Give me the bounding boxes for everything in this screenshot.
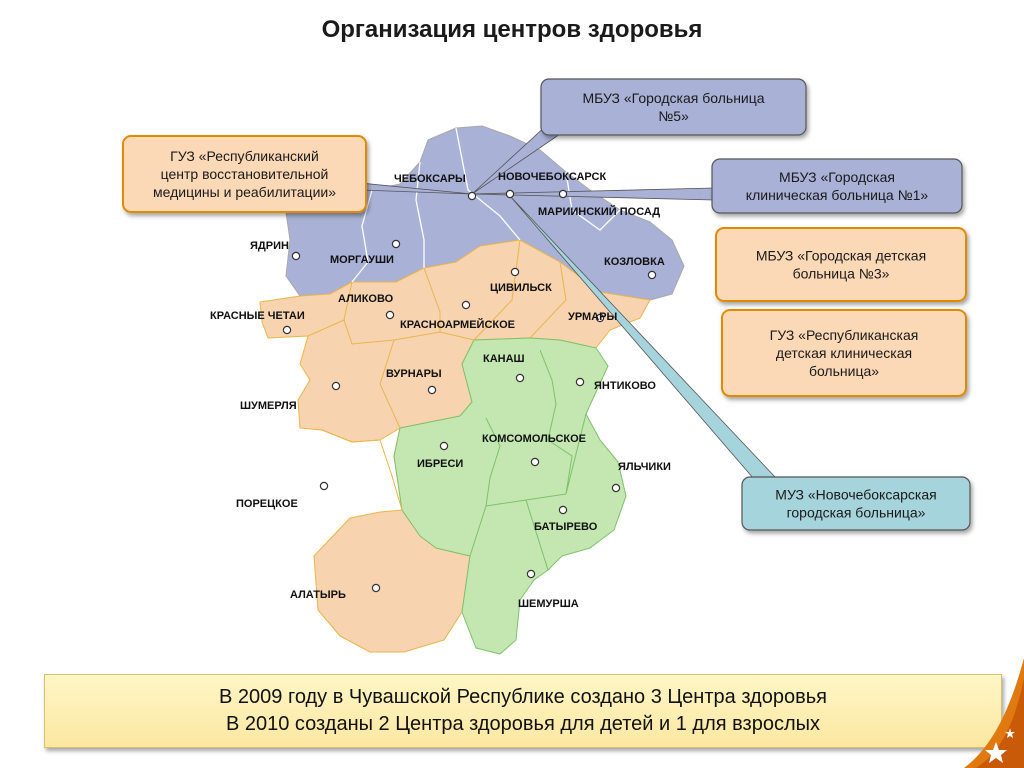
city-label: ЯНТИКОВО — [594, 380, 656, 392]
city-label: БАТЫРЕВО — [534, 521, 598, 533]
city-label: ПОРЕЦКОЕ — [236, 498, 298, 510]
city-label: ЧЕБОКСАРЫ — [394, 173, 466, 185]
city-label: НОВОЧЕБОКСАРСК — [498, 171, 606, 183]
callout-text: МБУЗ «Городская больница — [582, 90, 764, 106]
city-marker — [526, 569, 536, 579]
city-marker — [595, 313, 605, 323]
city-marker — [505, 189, 515, 199]
summary-line-2: В 2010 созданы 2 Центра здоровья для дет… — [225, 713, 820, 735]
city-label: МАРИИНСКИЙ ПОСАД — [538, 205, 660, 218]
city-marker — [461, 300, 471, 310]
callout-text: МБУЗ «Городская детская — [756, 248, 926, 264]
callout-box — [540, 78, 807, 136]
callout-text: ГУЗ «Республиканский — [170, 148, 319, 164]
city-marker — [515, 373, 525, 383]
city-label: АЛИКОВО — [338, 293, 394, 305]
callout-text: медицины и реабилитации» — [153, 184, 336, 200]
city-label: КАНАШ — [483, 353, 525, 365]
city-marker — [558, 505, 568, 515]
city-marker — [371, 583, 381, 593]
city-label: АЛАТЫРЬ — [290, 589, 346, 601]
callout-text: МУЗ «Новочебоксарская — [775, 487, 936, 503]
city-label: ЦИВИЛЬСК — [490, 282, 552, 294]
city-label: МОРГАУШИ — [330, 254, 394, 266]
callout-box — [122, 135, 367, 213]
city-label: ИБРЕСИ — [417, 458, 463, 470]
city-label: ШУМЕРЛЯ — [240, 400, 297, 412]
city-label: УРМАРЫ — [568, 311, 617, 323]
callout-box — [721, 309, 967, 397]
callout-text: городская больница» — [787, 505, 926, 521]
page-title: Организация центров здоровья — [321, 16, 703, 43]
city-marker — [427, 385, 437, 395]
city-marker — [530, 457, 540, 467]
callout-text: больница» — [809, 363, 879, 379]
region-south-east — [393, 337, 627, 655]
city-marker — [331, 381, 341, 391]
callout-text: клиническая больница №1» — [746, 187, 929, 203]
corner-flourish-icon — [964, 658, 1024, 768]
city-marker — [558, 189, 568, 199]
city-marker — [467, 191, 477, 201]
city-marker — [439, 441, 449, 451]
city-marker — [575, 377, 585, 387]
city-label: КРАСНОАРМЕЙСКОЕ — [400, 318, 515, 331]
city-marker — [385, 310, 395, 320]
city-marker — [291, 251, 301, 261]
city-label: ШЕМУРША — [518, 598, 579, 610]
city-marker — [510, 267, 520, 277]
city-marker — [319, 481, 329, 491]
summary-box: В 2009 году в Чувашской Республике созда… — [44, 674, 1002, 748]
city-label: ЯЛЬЧИКИ — [618, 461, 671, 473]
city-marker — [611, 483, 621, 493]
city-marker — [647, 270, 657, 280]
summary-line-1: В 2009 году в Чувашской Республике созда… — [219, 686, 827, 708]
callout-text: МБУЗ «Городская — [779, 169, 895, 185]
city-label: КОЗЛОВКА — [604, 256, 665, 268]
city-marker — [282, 325, 292, 335]
callout-text: №5» — [658, 108, 689, 124]
city-label: ЯДРИН — [250, 240, 289, 252]
callout-text: ГУЗ «Республиканская — [770, 327, 919, 343]
callout-text: больница №3» — [793, 266, 890, 282]
callout-text: детская клиническая — [776, 345, 912, 361]
city-label: КОМСОМОЛЬСКОЕ — [482, 433, 586, 445]
callout-box — [741, 476, 971, 531]
callout-box — [711, 158, 963, 214]
callout-box — [715, 227, 967, 302]
callout-text: центр восстановительной — [161, 166, 329, 182]
city-label: ВУРНАРЫ — [386, 368, 442, 380]
city-label: КРАСНЫЕ ЧЕТАИ — [210, 310, 305, 322]
city-marker — [391, 239, 401, 249]
